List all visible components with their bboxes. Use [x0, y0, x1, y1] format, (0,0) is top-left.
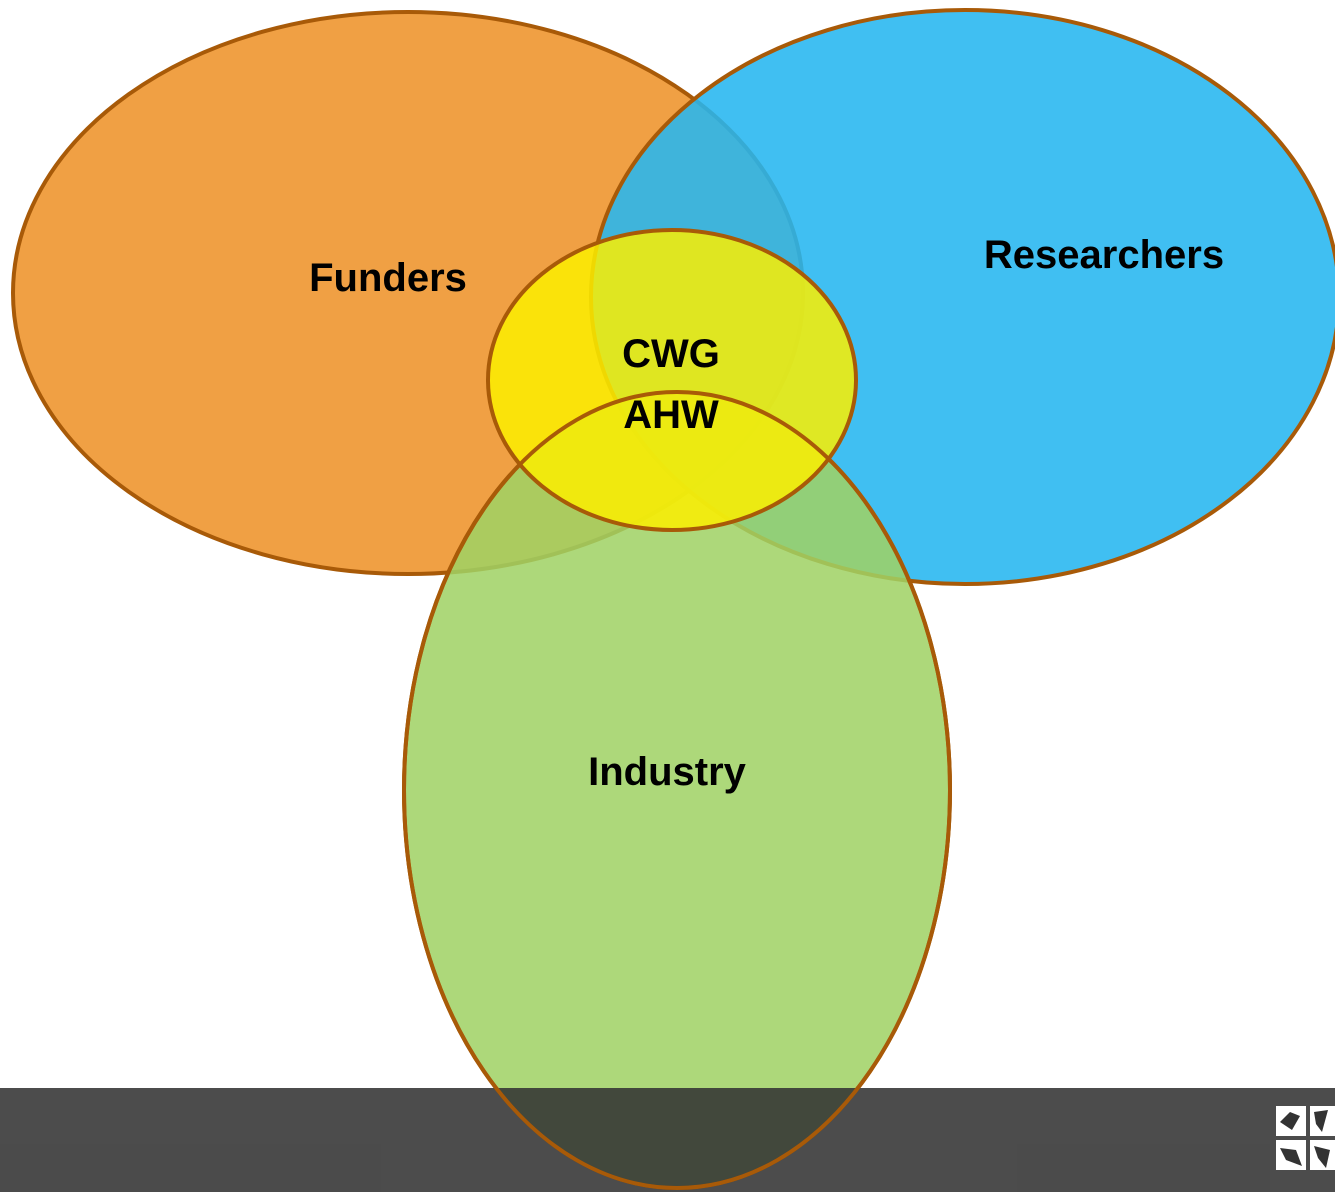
industry-outline	[402, 390, 952, 1190]
cwg-ahw-circle	[486, 228, 858, 532]
industry-label: Industry	[588, 750, 747, 794]
funders-label: Funders	[309, 256, 467, 300]
footer-bar	[0, 1088, 1335, 1192]
center-label-line1: CWG	[622, 332, 720, 376]
researchers-label: Researchers	[984, 233, 1224, 277]
center-label-line2: AHW	[623, 393, 719, 437]
horse-logo-icon	[1276, 1106, 1335, 1170]
